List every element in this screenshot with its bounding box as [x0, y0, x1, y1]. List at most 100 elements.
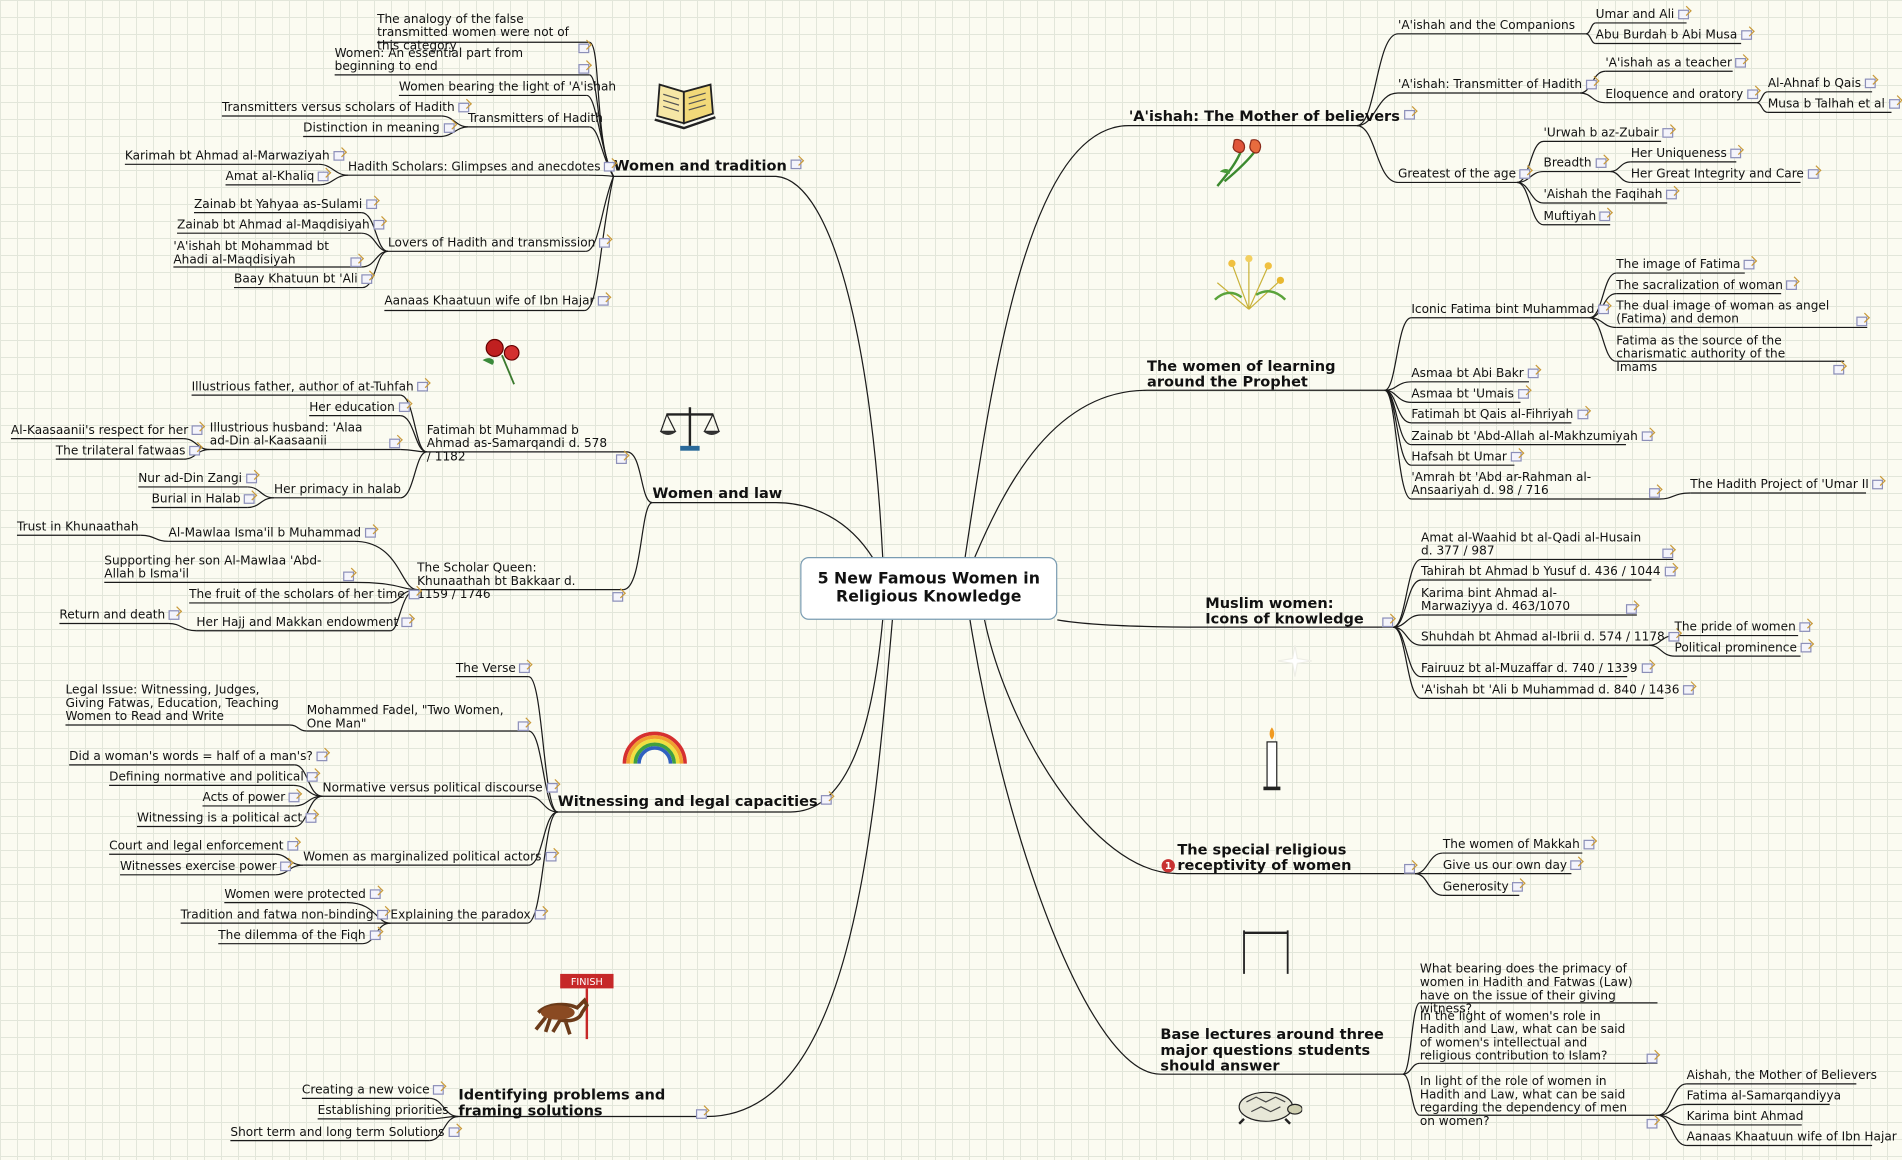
note-icon[interactable] [1585, 79, 1597, 90]
subtopic[interactable]: Transmitters of Hadith [468, 112, 603, 125]
note-icon[interactable] [1730, 148, 1742, 159]
note-icon[interactable] [350, 257, 362, 268]
note-icon[interactable] [1598, 304, 1610, 315]
subtopic[interactable]: Supporting her son Al-Mawlaa 'Abd-Allah … [104, 555, 355, 582]
note-icon[interactable] [1668, 631, 1680, 642]
main-topic[interactable]: 'A'ishah: The Mother of believers [1129, 108, 1415, 125]
subtopic[interactable]: Zainab bt Yahyaa as-Sulami [194, 198, 377, 211]
note-icon[interactable] [288, 792, 300, 803]
subtopic[interactable]: Defining normative and political [109, 771, 319, 784]
note-icon[interactable] [604, 161, 616, 172]
note-icon[interactable] [458, 102, 470, 113]
note-icon[interactable] [1888, 99, 1900, 109]
note-icon[interactable] [364, 528, 376, 538]
note-icon[interactable] [361, 274, 373, 284]
note-icon[interactable] [1799, 622, 1811, 632]
subtopic[interactable]: Aishah, the Mother of Believers [1687, 1069, 1877, 1082]
note-icon[interactable] [1664, 566, 1676, 577]
main-topic[interactable]: Muslim women: Icons of knowledge [1205, 595, 1394, 628]
note-icon[interactable] [598, 296, 610, 306]
note-icon[interactable] [1512, 882, 1524, 892]
subtopic[interactable]: Nur ad-Din Zangi [138, 472, 257, 486]
note-icon[interactable] [1382, 617, 1394, 628]
subtopic[interactable]: Her primacy in halab [274, 483, 401, 496]
note-icon[interactable] [519, 663, 531, 674]
subtopic[interactable]: Greatest of the age [1398, 168, 1531, 181]
note-icon[interactable] [1576, 409, 1588, 420]
subtopic[interactable]: Acts of power [202, 791, 300, 805]
note-icon[interactable] [1786, 280, 1798, 290]
note-icon[interactable] [307, 772, 319, 782]
subtopic[interactable]: Aanaas Khaatuun wife of Ibn Hajar [384, 295, 610, 308]
note-icon[interactable] [1403, 109, 1415, 120]
subtopic[interactable]: Mohammed Fadel, "Two Women, One Man" [307, 704, 529, 732]
subtopic[interactable]: Fatima as the source of the charismatic … [1616, 335, 1845, 375]
note-icon[interactable] [1646, 1053, 1658, 1064]
main-topic[interactable]: The women of learning around the Prophet [1147, 358, 1385, 390]
note-icon[interactable] [287, 840, 299, 851]
main-topic[interactable]: Witnessing and legal capacities [558, 793, 833, 810]
note-icon[interactable] [1833, 364, 1845, 375]
note-icon[interactable] [598, 238, 610, 248]
subtopic[interactable]: Trust in Khunaathah [17, 521, 141, 534]
subtopic[interactable]: Fairuuz bt al-Muzaffar d. 740 / 1339 [1421, 662, 1653, 675]
subtopic[interactable]: Transmitters versus scholars of Hadith [222, 101, 470, 115]
note-icon[interactable] [189, 445, 201, 456]
note-icon[interactable] [578, 43, 590, 54]
note-icon[interactable] [280, 861, 292, 872]
subtopic[interactable]: 'A'ishah and the Companions [1398, 19, 1586, 32]
subtopic[interactable]: Give us our own day [1443, 859, 1582, 872]
note-icon[interactable] [821, 795, 833, 805]
note-icon[interactable] [1872, 479, 1884, 490]
note-icon[interactable] [1683, 685, 1695, 695]
note-icon[interactable] [1527, 368, 1539, 379]
note-icon[interactable] [316, 751, 328, 762]
subtopic[interactable]: Shuhdah bt Ahmad al-Ibrii d. 574 / 1178 [1421, 631, 1680, 644]
note-icon[interactable] [1595, 158, 1607, 168]
note-icon[interactable] [369, 930, 381, 941]
main-topic[interactable]: Women and law [652, 485, 782, 502]
subtopic[interactable]: Her Great Integrity and Care [1631, 168, 1819, 181]
subtopic[interactable]: Eloquence and oratory [1605, 88, 1758, 101]
subtopic[interactable]: In light of the role of women in Hadith … [1420, 1075, 1658, 1129]
subtopic[interactable]: Women as marginalized political actors [303, 851, 556, 864]
subtopic[interactable]: What bearing does the primacy of women i… [1420, 963, 1658, 1016]
note-icon[interactable] [790, 159, 802, 170]
subtopic[interactable]: Generosity [1443, 881, 1524, 894]
note-icon[interactable] [1856, 316, 1868, 327]
subtopic[interactable]: Women: An essential part from beginning … [335, 47, 590, 74]
note-icon[interactable] [695, 1109, 707, 1119]
subtopic[interactable]: The analogy of the false transmitted wom… [377, 13, 590, 54]
subtopic[interactable]: The image of Fatima [1616, 259, 1756, 272]
main-topic[interactable]: The special religious receptivity of wom… [1177, 842, 1415, 874]
subtopic[interactable]: 'A'ishah: Transmitter of Hadith [1398, 79, 1597, 92]
subtopic[interactable]: 'A'ishah as a teacher [1605, 57, 1747, 70]
subtopic[interactable]: Asmaa bt Abi Bakr [1411, 367, 1539, 381]
subtopic[interactable]: The Scholar Queen: Khunaathah bt Bakkaar… [417, 562, 624, 602]
subtopic[interactable]: Amat al-Khaliq [226, 170, 329, 184]
subtopic[interactable]: Hadith Scholars: Glimpses and anecdotes [348, 161, 616, 174]
note-icon[interactable] [615, 454, 627, 464]
main-topic[interactable]: Women and tradition [614, 158, 802, 174]
subtopic[interactable]: Muftiyah [1544, 210, 1611, 224]
note-icon[interactable] [448, 1127, 460, 1138]
subtopic[interactable]: The fruit of the scholars of her time [189, 588, 420, 602]
subtopic[interactable]: Return and death [59, 609, 180, 622]
note-icon[interactable] [305, 813, 317, 823]
subtopic[interactable]: Al-Ahnaf b Qais [1768, 77, 1876, 91]
subtopic[interactable]: The trilateral fatwaas [56, 445, 201, 458]
subtopic[interactable]: 'Amrah bt 'Abd ar-Rahman al- Ansaariyah … [1411, 471, 1660, 498]
subtopic[interactable]: Illustrious father, author of at-Tuhfah [192, 381, 429, 394]
subtopic[interactable]: The sacralization of woman [1616, 279, 1798, 292]
subtopic[interactable]: Iconic Fatima bint Muhammad [1411, 303, 1610, 317]
note-icon[interactable] [1646, 1118, 1658, 1129]
note-icon[interactable] [517, 721, 529, 732]
note-icon[interactable] [1517, 389, 1529, 399]
subtopic[interactable]: Abu Burdah b Abi Musa [1596, 29, 1752, 42]
subtopic[interactable]: Tahirah bt Ahmad b Yusuf d. 436 / 1044 [1421, 565, 1676, 579]
note-icon[interactable] [1662, 128, 1674, 138]
note-icon[interactable] [1404, 863, 1415, 874]
note-icon[interactable] [333, 151, 345, 161]
note-icon[interactable] [1735, 57, 1747, 68]
